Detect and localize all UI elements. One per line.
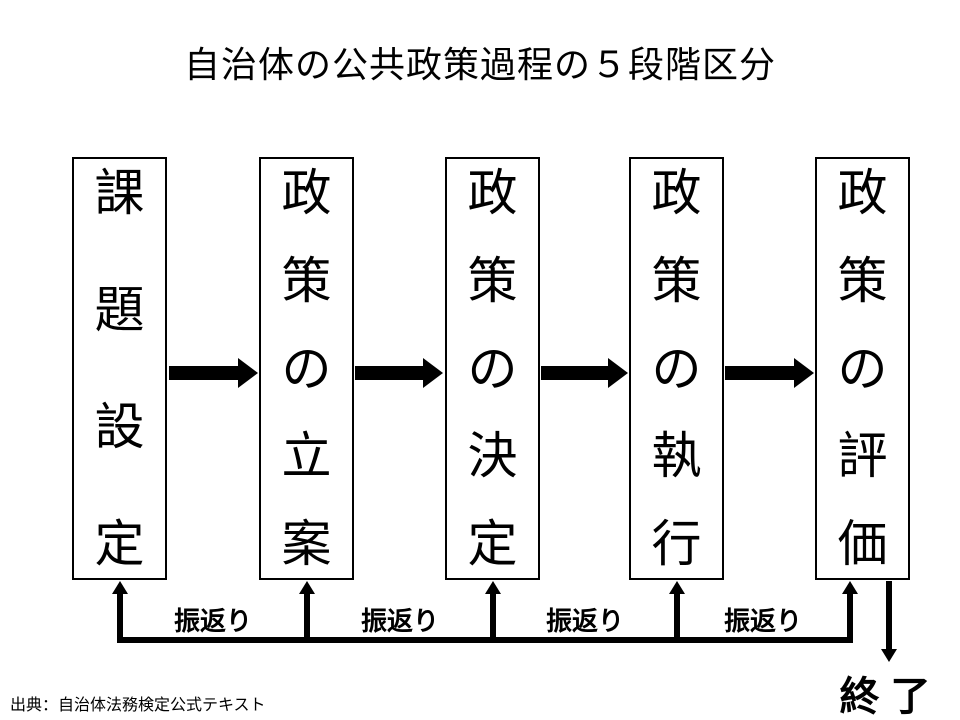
stage-box-seisaku-kettei: 政 策 の 決 定 xyxy=(445,157,540,580)
stage-char: 政 xyxy=(837,165,888,221)
end-label: 終 了 xyxy=(839,675,931,719)
feedback-up-arrowhead-icon xyxy=(299,581,315,594)
feedback-up-arrowhead-icon xyxy=(112,581,128,594)
feedback-label: 振返り xyxy=(360,606,439,636)
feedback-label: 振返り xyxy=(545,606,624,636)
flow-arrow-icon xyxy=(169,355,258,391)
flow-arrow-icon xyxy=(355,355,443,391)
end-down-arrow-icon xyxy=(886,581,892,649)
stage-box-seisaku-shikkou: 政 策 の 執 行 xyxy=(629,157,724,580)
feedback-label: 振返り xyxy=(173,606,252,636)
arrow-shaft xyxy=(725,366,794,380)
stage-char: の xyxy=(467,340,518,397)
stage-char: 定 xyxy=(94,516,145,572)
feedback-up-arrow-icon xyxy=(674,593,680,639)
arrow-head xyxy=(423,358,443,388)
stage-char: 立 xyxy=(281,428,332,485)
feedback-up-arrow-icon xyxy=(490,593,496,639)
arrow-shaft xyxy=(355,366,423,380)
arrow-shaft xyxy=(541,366,608,380)
stage-char: 評 xyxy=(837,428,888,485)
stage-char: の xyxy=(651,340,702,397)
feedback-up-arrowhead-icon xyxy=(485,581,501,594)
feedback-up-arrow-icon xyxy=(304,593,310,639)
stage-char: 定 xyxy=(467,516,518,572)
stage-char: 政 xyxy=(651,165,702,221)
stage-box-seisaku-hyouka: 政 策 の 評 価 xyxy=(815,157,910,580)
stage-char: 行 xyxy=(651,516,702,572)
end-down-arrowhead-icon xyxy=(881,649,897,662)
feedback-up-arrow-icon xyxy=(117,593,123,639)
arrow-head xyxy=(794,358,814,388)
stage-char: 決 xyxy=(467,428,518,485)
flow-arrow-icon xyxy=(725,355,814,391)
stage-char: 執 xyxy=(651,428,702,485)
stage-char: 課 xyxy=(94,165,145,221)
arrow-shaft xyxy=(169,366,238,380)
stage-char: 政 xyxy=(281,165,332,221)
stage-char: 価 xyxy=(837,516,888,572)
feedback-label: 振返り xyxy=(723,606,802,636)
arrow-head xyxy=(608,358,628,388)
slide-title: 自治体の公共政策過程の５段階区分 xyxy=(183,44,776,85)
flow-arrow-icon xyxy=(541,355,628,391)
source-caption: 出典：自治体法務検定公式テキスト xyxy=(10,697,266,714)
stage-box-kadai-settei: 課 題 設 定 xyxy=(72,157,167,580)
stage-char: 策 xyxy=(651,252,702,309)
feedback-up-arrowhead-icon xyxy=(842,581,858,594)
stage-box-seisaku-ritsuan: 政 策 の 立 案 xyxy=(259,157,354,580)
stage-char: の xyxy=(837,340,888,397)
stage-char: 策 xyxy=(837,252,888,309)
stage-char: 案 xyxy=(281,516,332,572)
stage-char: の xyxy=(281,340,332,397)
feedback-up-arrowhead-icon xyxy=(669,581,685,594)
stage-char: 策 xyxy=(281,252,332,309)
stage-char: 題 xyxy=(94,282,145,338)
feedback-up-arrow-icon xyxy=(847,593,853,639)
stage-char: 設 xyxy=(94,399,145,455)
stage-char: 策 xyxy=(467,252,518,309)
feedback-line xyxy=(117,637,853,643)
stage-char: 政 xyxy=(467,165,518,221)
arrow-head xyxy=(238,358,258,388)
